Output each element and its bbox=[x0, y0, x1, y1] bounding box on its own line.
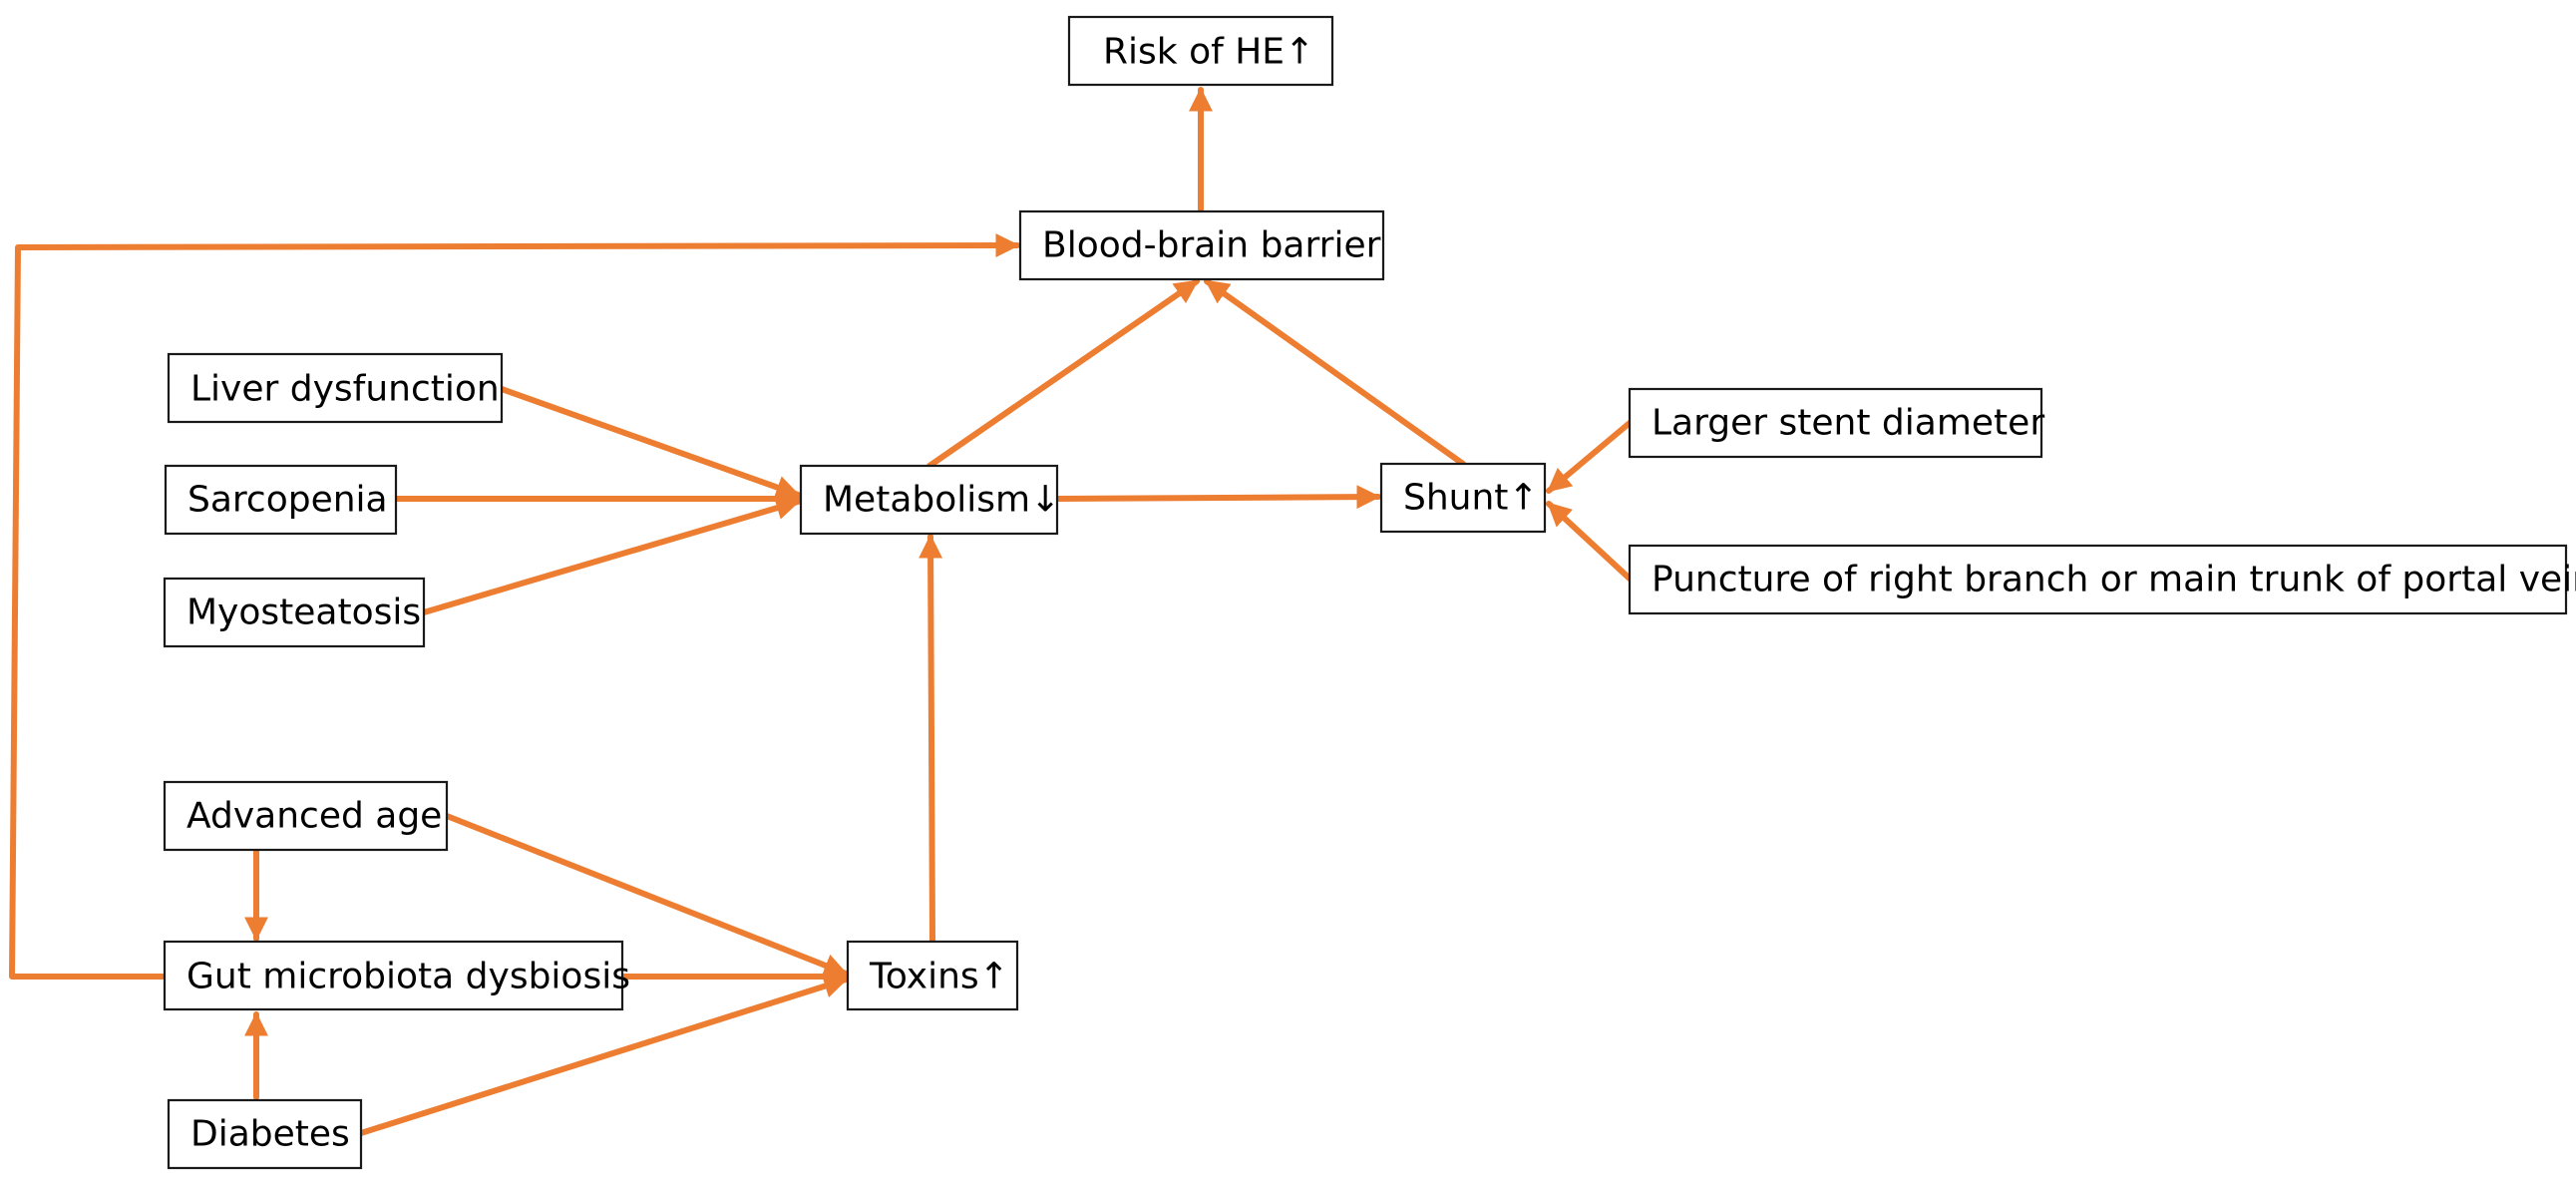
edge-puncture-to-shunt bbox=[1546, 501, 1633, 582]
node-gut-microbiota-dysbiosis-label: Gut microbiota dysbiosis bbox=[186, 957, 630, 997]
node-risk-he-label: Risk of HE↑ bbox=[1103, 32, 1314, 73]
node-risk-he: Risk of HE↑ bbox=[1067, 15, 1334, 87]
edge-metabolism-to-bbb bbox=[926, 278, 1200, 469]
node-diabetes-label: Diabetes bbox=[190, 1114, 350, 1155]
node-sarcopenia-label: Sarcopenia bbox=[187, 480, 388, 521]
node-larger-stent-diameter-label: Larger stent diameter bbox=[1652, 403, 2044, 444]
node-shunt-label: Shunt↑ bbox=[1403, 478, 1539, 519]
node-metabolism-label: Metabolism↓ bbox=[823, 480, 1060, 521]
node-sarcopenia: Sarcopenia bbox=[164, 464, 398, 536]
edge-metabolism-to-shunt bbox=[1054, 485, 1381, 510]
edge-age-to-toxins bbox=[444, 813, 849, 978]
node-blood-brain-barrier-label: Blood-brain barrier bbox=[1042, 225, 1381, 266]
node-liver-dysfunction: Liver dysfunction bbox=[167, 352, 504, 424]
node-toxins: Toxins↑ bbox=[846, 940, 1019, 1011]
node-toxins-label: Toxins↑ bbox=[869, 957, 1009, 997]
edge-myosteatosis-to-metabolism bbox=[421, 496, 801, 615]
edge-toxins-to-metabolism bbox=[919, 534, 943, 944]
node-metabolism: Metabolism↓ bbox=[799, 464, 1060, 536]
edge-shunt-to-bbb bbox=[1204, 278, 1466, 467]
edge-liver-to-metabolism bbox=[499, 386, 801, 500]
node-puncture: Puncture of right branch or main trunk o… bbox=[1628, 544, 2576, 615]
edges-layer bbox=[9, 87, 1633, 1136]
node-gut-microbiota-dysbiosis: Gut microbiota dysbiosis bbox=[163, 940, 630, 1011]
edge-stent-to-shunt bbox=[1546, 420, 1633, 494]
node-shunt: Shunt↑ bbox=[1379, 462, 1547, 534]
nodes-layer: Risk of HE↑ Blood-brain barrier Liver dy… bbox=[163, 15, 2576, 1170]
node-larger-stent-diameter: Larger stent diameter bbox=[1628, 387, 2044, 459]
node-liver-dysfunction-label: Liver dysfunction bbox=[190, 369, 500, 410]
node-blood-brain-barrier: Blood-brain barrier bbox=[1018, 209, 1385, 281]
node-myosteatosis-label: Myosteatosis bbox=[186, 592, 421, 633]
edge-diabetes-to-toxins bbox=[358, 975, 849, 1136]
node-myosteatosis: Myosteatosis bbox=[163, 577, 426, 648]
edge-gut-to-bbb-feedback bbox=[9, 233, 1020, 980]
node-diabetes: Diabetes bbox=[167, 1098, 363, 1170]
node-puncture-label: Puncture of right branch or main trunk o… bbox=[1652, 560, 2576, 600]
node-advanced-age: Advanced age bbox=[163, 780, 449, 852]
node-advanced-age-label: Advanced age bbox=[186, 796, 442, 837]
